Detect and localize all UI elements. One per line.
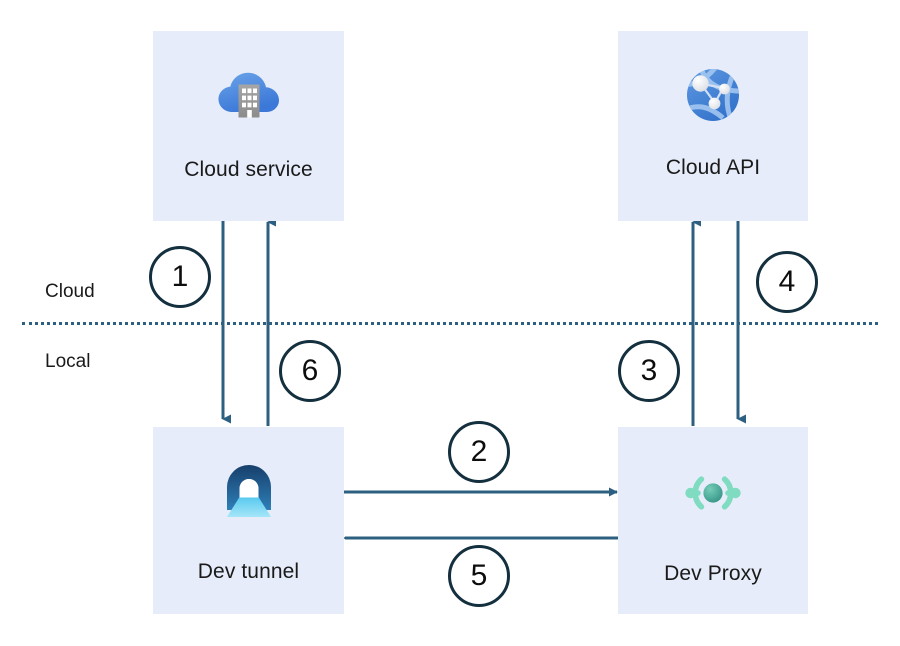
step-badge-4: 4: [756, 251, 818, 313]
zone-label-local: Local: [45, 351, 91, 372]
node-label-dev-proxy: Dev Proxy: [664, 562, 762, 585]
step-badge-5: 5: [448, 545, 510, 607]
tunnel-icon: [226, 465, 271, 517]
cloud-local-boundary-divider: [22, 322, 878, 329]
node-label-dev-tunnel: Dev tunnel: [197, 560, 300, 583]
globe-network-icon: [687, 69, 739, 121]
node-cloud-service[interactable]: Cloud service: [153, 31, 344, 221]
proxy-target-icon: [685, 476, 741, 510]
node-label-cloud-service: Cloud service: [184, 158, 313, 181]
node-dev-proxy[interactable]: Dev Proxy: [618, 427, 808, 614]
cloud-building-icon: [218, 72, 279, 118]
step-badge-1: 1: [149, 246, 211, 308]
step-badge-2: 2: [448, 421, 510, 483]
step-badge-6: 6: [279, 340, 341, 402]
node-dev-tunnel[interactable]: Dev tunnel: [153, 427, 344, 614]
node-cloud-api[interactable]: Cloud API: [618, 31, 808, 221]
step-badge-3: 3: [618, 340, 680, 402]
zone-label-cloud: Cloud: [45, 281, 95, 302]
node-label-cloud-api: Cloud API: [665, 156, 761, 179]
